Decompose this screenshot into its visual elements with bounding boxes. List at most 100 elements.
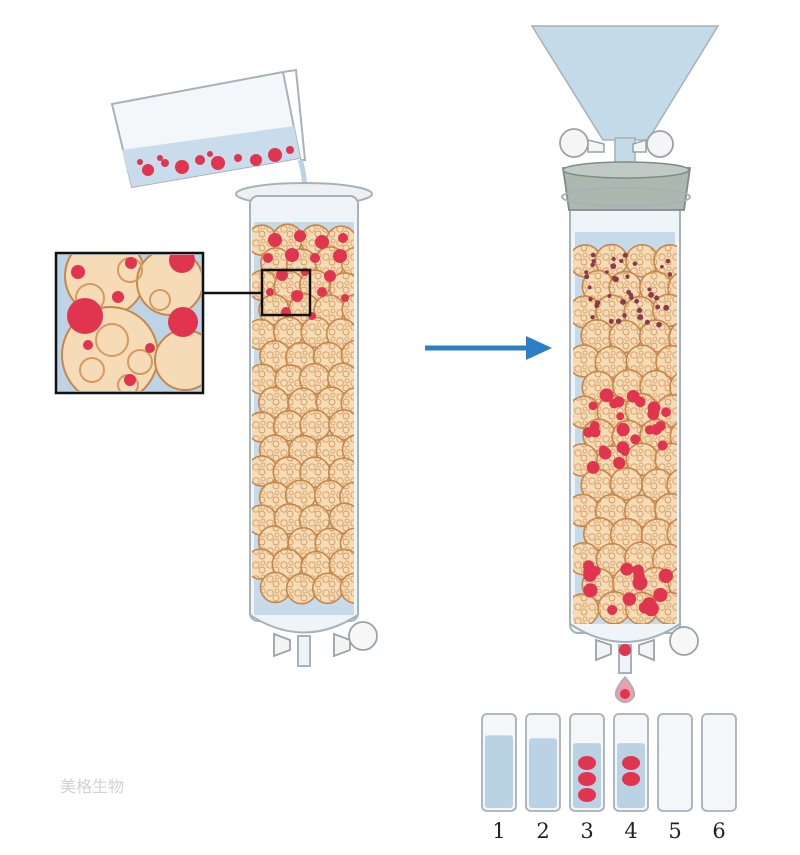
small-protein-dot: [647, 287, 652, 292]
gel-bead: [669, 370, 677, 405]
protein-dot: [268, 233, 282, 247]
protein-dot: [657, 440, 668, 451]
tube-liquid: [529, 738, 557, 808]
gel-bead: [341, 433, 354, 466]
small-protein-dot: [612, 276, 619, 283]
protein-dot: [137, 159, 143, 165]
gel-bead: [666, 468, 677, 502]
small-protein-dot: [622, 252, 628, 258]
small-protein-dot: [590, 252, 596, 258]
protein-dot: [315, 235, 329, 249]
protein-dot: [661, 407, 671, 418]
protein-dot: [620, 562, 634, 576]
collection-tube-6: 6: [701, 713, 737, 843]
protein-dot: [658, 568, 673, 583]
protein-dot: [616, 422, 630, 437]
small-protein-dot: [667, 272, 673, 277]
gel-bead: [339, 572, 354, 604]
small-protein-dot: [590, 314, 595, 320]
protein-dot: [613, 456, 626, 470]
protein-dot: [643, 600, 659, 617]
small-protein-dot: [588, 296, 593, 302]
small-protein-dot: [622, 313, 627, 318]
pouring-beaker: [110, 68, 307, 189]
gel-bead: [340, 339, 354, 372]
protein-dot: [317, 287, 327, 297]
process-arrow: [425, 336, 552, 360]
small-protein-dot: [644, 319, 650, 325]
small-protein-dot: [625, 274, 630, 279]
small-protein-dot: [610, 263, 617, 270]
small-protein-dot: [604, 270, 609, 274]
small-protein-dot: [632, 261, 638, 266]
small-protein-dot: [619, 258, 624, 264]
small-protein-dot: [615, 318, 622, 324]
collection-tubes: 1 2 3 4 5 6: [481, 713, 737, 843]
protein-dot: [599, 388, 614, 403]
protein-dot: [632, 575, 648, 591]
protein-dot: [616, 412, 625, 421]
tube-number-label: 2: [536, 819, 549, 843]
small-protein-dot: [591, 259, 596, 264]
small-protein-dot: [590, 262, 595, 268]
protein-dot: [583, 426, 594, 438]
gel-bead: [341, 293, 354, 325]
protein-dot: [285, 248, 299, 262]
gel-bead: [668, 320, 677, 355]
collection-tube-5: 5: [657, 713, 693, 843]
protein-dot: [630, 434, 641, 445]
tube-number-label: 6: [712, 819, 725, 843]
small-protein-dot: [660, 264, 664, 269]
watermark: 美格生物: [60, 777, 124, 796]
protein-dot: [338, 233, 348, 243]
protein-dot: [310, 253, 320, 263]
protein-dot: [268, 148, 282, 162]
small-protein-dot: [611, 256, 616, 262]
small-protein-dot: [584, 274, 590, 280]
protein-dot: [333, 249, 347, 263]
eluted-protein: [622, 772, 640, 786]
protein-dot: [161, 159, 169, 167]
small-protein-dot: [654, 295, 660, 301]
protein-dot: [599, 445, 608, 454]
small-protein-dot: [665, 259, 671, 264]
protein-dot: [583, 583, 598, 598]
protein-dot: [634, 396, 646, 408]
beaker-protein-mixture: [137, 146, 294, 176]
protein-dot: [294, 230, 306, 242]
small-protein-dot: [584, 270, 589, 275]
protein-dot: [588, 401, 598, 411]
collection-tube-4: 4: [613, 713, 649, 843]
small-protein-dot: [655, 304, 661, 310]
left-column-beads: [252, 223, 354, 605]
protein-dot: [207, 151, 213, 157]
collection-tube-1: 1: [481, 713, 517, 843]
protein-dot: [647, 401, 661, 415]
protein-dot: [632, 564, 644, 577]
eluted-protein: [578, 788, 596, 802]
protein-dot: [175, 160, 189, 174]
protein-dot: [622, 592, 637, 606]
protein-dot: [655, 420, 666, 432]
small-protein-dot: [648, 292, 654, 298]
small-protein-dot: [636, 307, 643, 313]
tube-number-label: 3: [580, 819, 593, 843]
tube-number-label: 1: [492, 819, 505, 843]
tube-number-label: 5: [668, 819, 681, 843]
protein-dot: [607, 604, 618, 615]
small-protein-dot: [620, 298, 627, 305]
eluted-protein: [578, 772, 596, 786]
protein-dot: [341, 294, 349, 302]
gel-bead: [667, 566, 677, 600]
tube-number-label: 4: [624, 819, 637, 843]
collection-tube-3: 3: [569, 713, 605, 843]
zoom-inset: [54, 251, 312, 395]
protein-dot: [157, 155, 163, 161]
small-protein-dot: [608, 318, 614, 324]
protein-dot: [644, 425, 655, 435]
protein-dot: [653, 587, 668, 603]
tube-body: [701, 713, 737, 812]
right-stopcock-knob: [669, 626, 699, 656]
protein-dot: [250, 154, 262, 166]
protein-dot: [291, 290, 303, 302]
